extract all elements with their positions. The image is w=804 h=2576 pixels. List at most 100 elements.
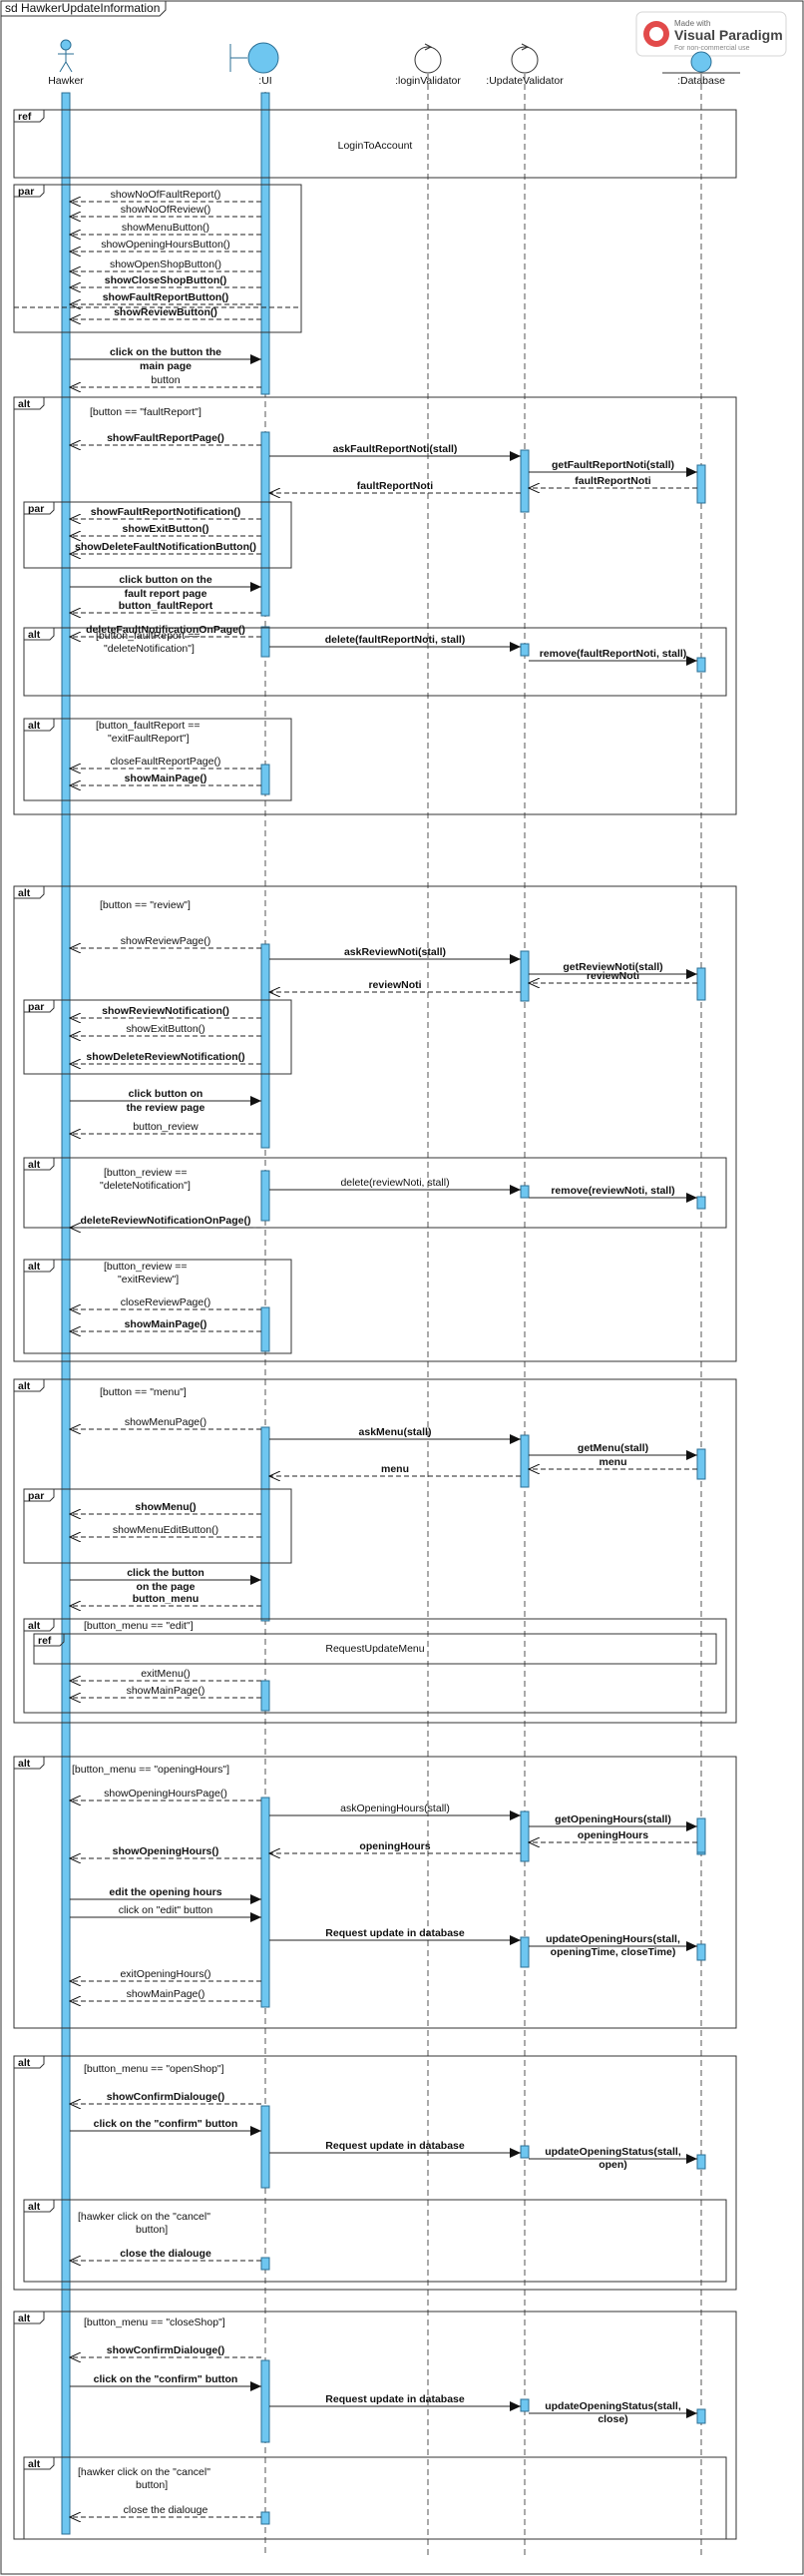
message-label: showNoOfReview() [121, 204, 210, 216]
message-label: showMainPage() [125, 773, 207, 784]
svg-text:"exitReview"]: "exitReview"] [118, 1274, 179, 1286]
svg-text:button]: button] [136, 2479, 168, 2491]
fragment-alt-faultreport: alt [button == "faultReport"] [13, 396, 737, 815]
message-label: showReviewPage() [121, 935, 210, 947]
svg-text:RequestUpdateMenu: RequestUpdateMenu [325, 1643, 424, 1655]
message-label: openingHours [359, 1840, 430, 1852]
svg-text:[button == "faultReport"]: [button == "faultReport"] [90, 406, 201, 418]
message-label: showExitButton() [126, 1023, 204, 1035]
message-label: showFaultReportButton() [103, 291, 229, 303]
svg-text:par: par [18, 186, 34, 198]
fragment-alt-close-cancel: alt [hawker click on the "cancel" button… [23, 2456, 727, 2540]
message-label: Request update in database [325, 1927, 465, 1939]
control-icon [511, 46, 539, 74]
fragment-alt-fr-exit: alt [button_faultReport == "exitFaultRep… [23, 718, 292, 801]
svg-text:[hawker click on the "cancel": [hawker click on the "cancel" [78, 2211, 210, 2223]
fragment-alt-rv-exit: alt [button_review == "exitReview"] [23, 1259, 292, 1354]
svg-text:[button == "review"]: [button == "review"] [100, 899, 191, 911]
fragment-par-2: par [23, 501, 292, 569]
svg-text:[button_faultReport ==: [button_faultReport == [96, 720, 201, 732]
message-label: updateOpeningStatus(stall,close) [545, 2400, 681, 2425]
svg-text:alt: alt [28, 1620, 41, 1632]
svg-text:[button_faultReport ==: [button_faultReport == [96, 630, 201, 642]
message-label: button_faultReport [119, 600, 213, 612]
svg-text:alt: alt [18, 398, 31, 410]
message-label: showOpeningHoursPage() [104, 1788, 227, 1800]
messages: showNoOfFaultReport()showNoOfReview()sho… [70, 189, 697, 2517]
lifeline-login-validator: :loginValidator [395, 43, 461, 87]
svg-text:ref: ref [38, 1635, 52, 1647]
svg-text:"deleteNotification"]: "deleteNotification"] [104, 643, 195, 655]
fragment-alt-rv-delete: alt [button_review == "deleteNotificatio… [23, 1157, 727, 1229]
activation-hawker [61, 92, 71, 2535]
message-label: showReviewNotification() [102, 1005, 229, 1017]
diagram-title: sd HawkerUpdateInformation [5, 1, 160, 15]
fragment-alt-menu-edit: alt [button_menu == "edit"] [23, 1618, 727, 1714]
svg-text:alt: alt [18, 1758, 31, 1770]
svg-text:ref: ref [18, 111, 32, 123]
message-label: menu [599, 1456, 626, 1468]
message-label: faultReportNoti [357, 480, 433, 492]
svg-text:"deleteNotification"]: "deleteNotification"] [100, 1180, 191, 1192]
control-icon [414, 46, 442, 74]
message-label: deleteFaultNotificationOnPage() [86, 624, 245, 636]
svg-text:[hawker click on the "cancel": [hawker click on the "cancel" [78, 2466, 210, 2478]
svg-text:[button_menu == "openingHours": [button_menu == "openingHours"] [72, 1764, 229, 1776]
fragment-alt-opening-hours: alt [button_menu == "openingHours"] [13, 1756, 737, 2029]
message-label: showMenuEditButton() [113, 1524, 218, 1536]
message-label: showOpeningHours() [113, 1845, 219, 1857]
message-label: getOpeningHours(stall) [555, 1813, 671, 1825]
svg-text:alt: alt [28, 720, 41, 732]
lifeline-label: :Database [677, 75, 725, 87]
activations-database [696, 464, 706, 2424]
message-label: showConfirmDialouge() [107, 2091, 224, 2103]
svg-text:alt: alt [28, 1261, 41, 1273]
message-label: showOpeningHoursButton() [101, 239, 230, 251]
watermark: Made with Visual Paradigm For non-commer… [635, 11, 787, 57]
message-label: getMenu(stall) [578, 1442, 648, 1454]
message-label: showMenuPage() [125, 1416, 206, 1428]
svg-text:[button_review ==: [button_review == [104, 1261, 187, 1273]
svg-text:[button_menu == "closeShop"]: [button_menu == "closeShop"] [84, 2317, 225, 2328]
svg-text:alt: alt [28, 2458, 41, 2470]
message-label: button_menu [133, 1593, 200, 1605]
message-label: showMainPage() [125, 1318, 207, 1330]
fragment-alt-review: alt [button == "review"] [13, 885, 737, 1362]
message-label: showMainPage() [127, 1685, 205, 1697]
svg-text:alt: alt [18, 2057, 31, 2069]
message-label: button [151, 374, 180, 386]
message-label: faultReportNoti [575, 475, 650, 487]
svg-text:par: par [28, 1490, 44, 1502]
message-label: showFaultReportPage() [107, 432, 224, 444]
message-label: delete(reviewNoti, stall) [340, 1177, 449, 1189]
svg-text:[button == "menu"]: [button == "menu"] [100, 1386, 187, 1398]
message-label: askFaultReportNoti(stall) [333, 443, 458, 455]
actor-icon [60, 39, 72, 51]
fragment-alt-open-shop: alt [button_menu == "openShop"] [13, 2055, 737, 2291]
svg-text:[button_menu == "edit"]: [button_menu == "edit"] [84, 1620, 194, 1632]
fragment-ref-request-update-menu: ref RequestUpdateMenu [33, 1633, 717, 1665]
lifeline-label: Hawker [48, 75, 84, 87]
watermark-line3: For non-commercial use [674, 45, 750, 52]
message-label: reviewNoti [368, 979, 421, 991]
message-label: closeFaultReportPage() [111, 756, 221, 768]
svg-text:[button_review ==: [button_review == [104, 1167, 187, 1179]
fragment-par-4: par [23, 1488, 292, 1564]
message-label: menu [381, 1463, 409, 1475]
message-label: openingHours [578, 1829, 648, 1841]
message-label: close the dialouge [124, 2504, 208, 2516]
message-label: askReviewNoti(stall) [344, 946, 446, 958]
message-label: delete(faultReportNoti, stall) [325, 634, 466, 646]
message-label: showMenuButton() [122, 222, 209, 234]
message-label: remove(faultReportNoti, stall) [540, 648, 687, 660]
activations-update-validator [520, 449, 530, 2412]
message-label: showMainPage() [127, 1988, 205, 2000]
message-label: getFaultReportNoti(stall) [552, 459, 674, 471]
message-label: click on the "confirm" button [94, 2373, 238, 2385]
message-label: exitOpeningHours() [120, 1968, 210, 1980]
svg-text:alt: alt [18, 887, 31, 899]
activations-ui [260, 92, 270, 2525]
svg-text:par: par [28, 503, 44, 515]
